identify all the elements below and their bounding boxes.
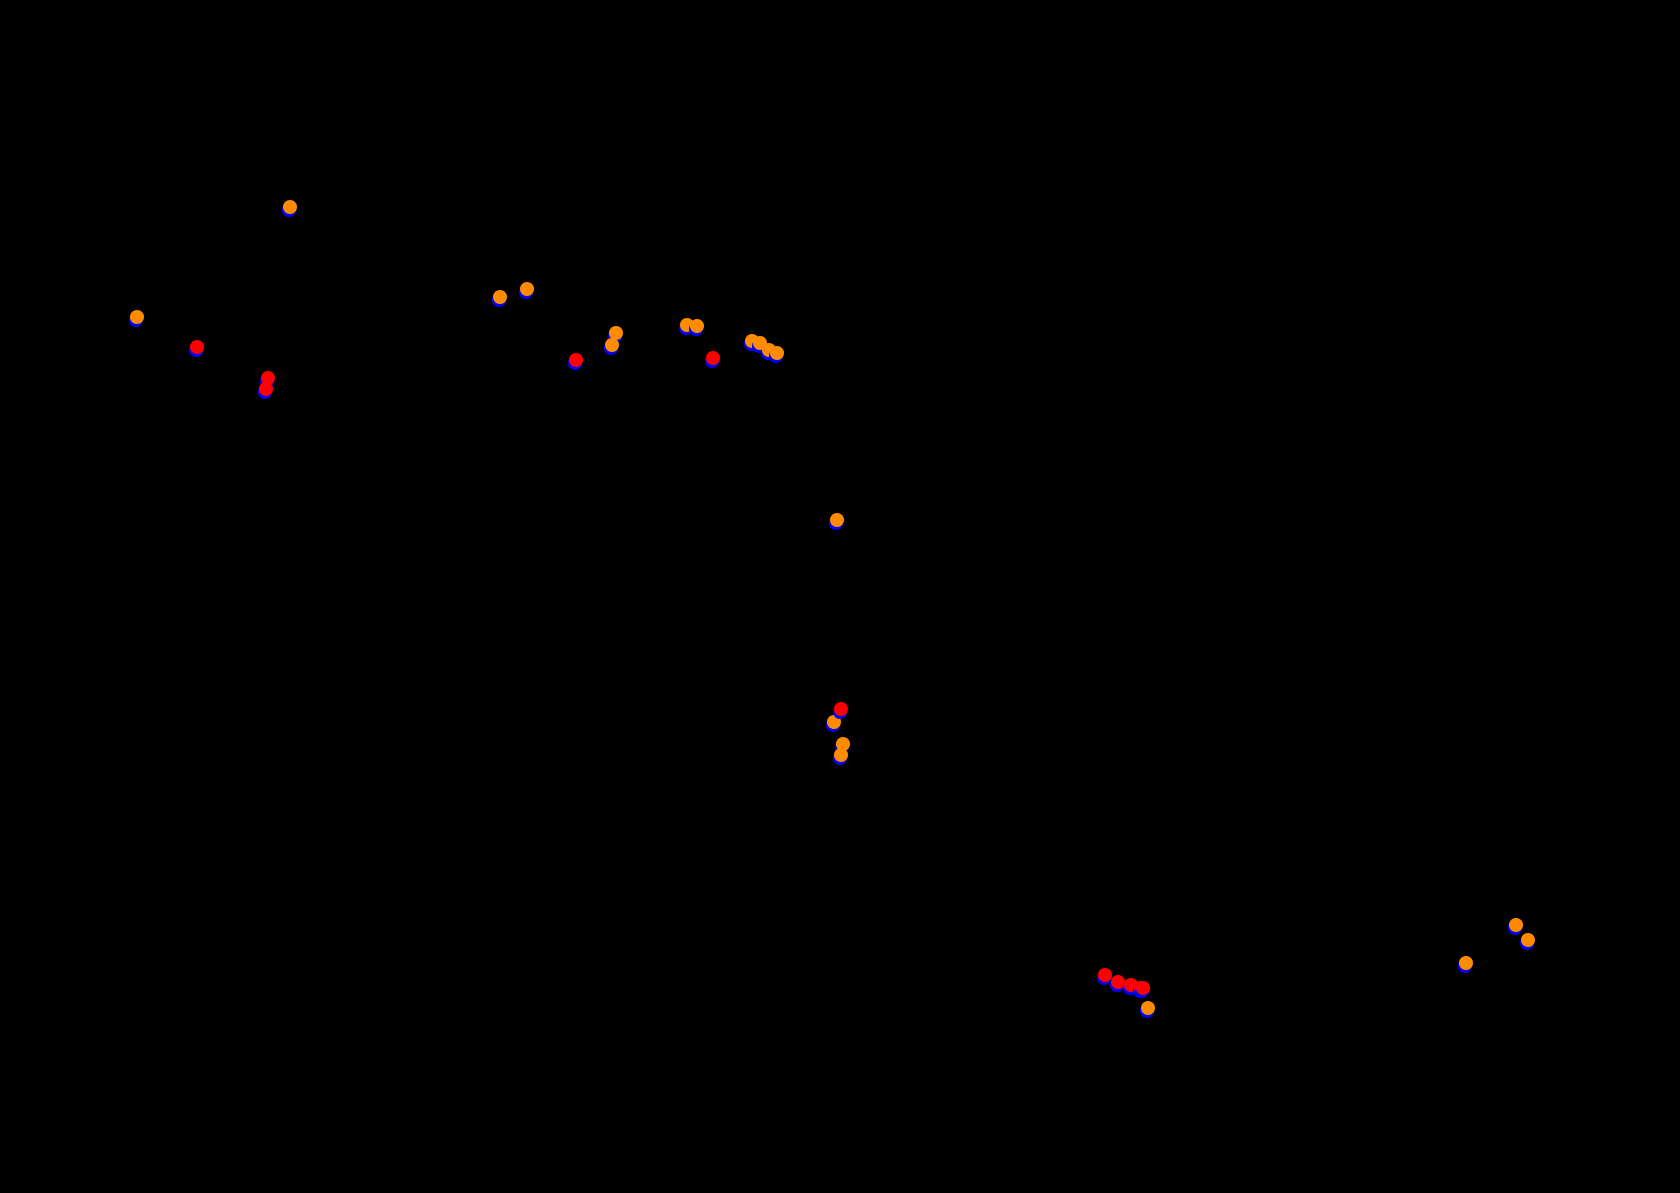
data-point-marker <box>129 310 144 327</box>
marker-dot-red <box>259 382 273 396</box>
data-point-marker <box>705 351 720 368</box>
marker-dot-orange <box>834 748 848 762</box>
data-point-marker <box>1110 975 1125 992</box>
data-point-marker <box>1097 968 1112 985</box>
data-point-marker <box>1140 1001 1155 1018</box>
data-point-marker <box>604 338 619 355</box>
data-point-marker <box>689 319 704 336</box>
marker-dot-red <box>569 353 583 367</box>
data-point-marker <box>568 353 583 370</box>
data-point-marker <box>519 282 534 299</box>
marker-dot-red <box>1136 981 1150 995</box>
marker-dot-orange <box>1141 1001 1155 1015</box>
marker-dot-orange <box>520 282 534 296</box>
data-point-marker <box>1520 933 1535 950</box>
marker-dot-orange <box>283 200 297 214</box>
data-point-marker <box>833 702 848 719</box>
marker-dot-orange <box>690 319 704 333</box>
marker-dot-red <box>261 371 275 385</box>
marker-dot-orange <box>836 737 850 751</box>
marker-dot-orange <box>609 326 623 340</box>
marker-dot-orange <box>1521 933 1535 947</box>
marker-dot-orange <box>605 338 619 352</box>
marker-dot-orange <box>830 513 844 527</box>
marker-dot-red <box>1098 968 1112 982</box>
marker-dot-orange <box>1509 918 1523 932</box>
data-point-marker <box>829 513 844 530</box>
data-point-marker <box>1508 918 1523 935</box>
data-point-marker <box>1135 981 1150 998</box>
data-point-marker <box>833 748 848 765</box>
data-point-marker <box>189 340 204 357</box>
data-point-marker <box>258 382 273 399</box>
marker-dot-red <box>190 340 204 354</box>
data-point-marker <box>492 290 507 307</box>
data-point-marker <box>826 715 841 732</box>
marker-dot-orange <box>130 310 144 324</box>
data-point-marker <box>282 200 297 217</box>
marker-dot-red <box>706 351 720 365</box>
marker-dot-orange <box>770 346 784 360</box>
data-point-marker <box>1458 956 1473 973</box>
data-point-marker <box>769 346 784 363</box>
marker-dot-orange <box>1459 956 1473 970</box>
marker-dot-red <box>834 702 848 716</box>
marker-dot-red <box>1111 975 1125 989</box>
marker-dot-orange <box>493 290 507 304</box>
